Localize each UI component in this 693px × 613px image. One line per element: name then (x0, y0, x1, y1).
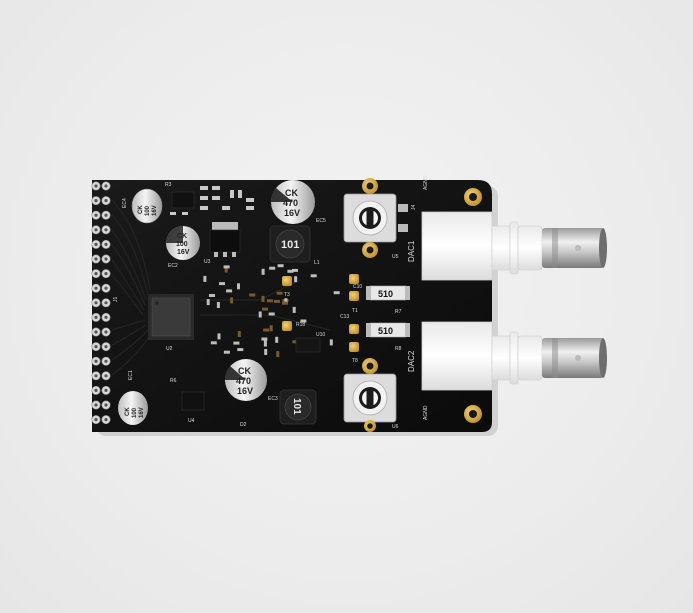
mcu-chip (148, 294, 194, 340)
agnd-label-bottom: AGND (423, 405, 429, 420)
svg-text:CK: CK (285, 188, 298, 198)
svg-text:CK: CK (138, 205, 144, 214)
bnc-connector-dac1 (421, 211, 607, 281)
label-u3: U3 (204, 259, 211, 265)
voltage-regulator (209, 222, 241, 257)
svg-text:100: 100 (176, 241, 188, 248)
capacitor-top-470: CK 470 16V (270, 180, 315, 224)
svg-text:CK: CK (177, 233, 187, 240)
label-t8: T8 (352, 358, 358, 364)
pin-header-j1 (91, 181, 111, 425)
svg-text:100: 100 (132, 407, 138, 418)
label-ec2: EC2 (168, 263, 178, 269)
label-j1: J1 (113, 297, 119, 303)
label-l1: L1 (314, 260, 320, 266)
svg-text:16V: 16V (177, 249, 190, 256)
ic-u4 (181, 391, 205, 411)
inductor-bottom: 101 (279, 389, 317, 425)
svg-text:101: 101 (291, 398, 302, 415)
ic-chip (171, 191, 195, 209)
svg-text:101: 101 (281, 239, 299, 251)
dac2-label: DAC2 (407, 350, 416, 372)
label-j4: J4 (411, 205, 417, 211)
svg-text:470: 470 (283, 198, 298, 208)
svg-text:100: 100 (145, 205, 151, 216)
potentiometer-top (343, 178, 408, 258)
label-ec5: EC5 (316, 218, 326, 224)
svg-text:16V: 16V (152, 205, 158, 216)
label-u2: U2 (166, 346, 173, 352)
svg-text:16V: 16V (139, 407, 145, 418)
capacitor-ec4: CK 100 16V (131, 188, 163, 224)
opamp-chip (295, 337, 321, 353)
label-c10: C10 (353, 284, 362, 290)
svg-text:510: 510 (378, 326, 393, 336)
label-c13: C13 (340, 314, 349, 320)
smd-component-field (203, 264, 340, 358)
svg-text:CK: CK (238, 366, 251, 376)
resistor-r8: 510 (366, 322, 410, 338)
svg-text:16V: 16V (284, 208, 300, 218)
label-r3: R3 (165, 182, 172, 188)
pcb-traces (111, 199, 331, 376)
agnd-pad-bottom (464, 405, 482, 423)
label-u10: U10 (316, 332, 325, 338)
bnc-connector-dac2 (421, 321, 607, 391)
label-r6: R6 (170, 378, 177, 384)
svg-text:510: 510 (378, 289, 393, 299)
capacitor-bottom-470: CK 470 16V (224, 359, 267, 401)
label-ec3: EC3 (268, 396, 278, 402)
smd-components (170, 186, 254, 215)
label-d2: D2 (240, 422, 247, 428)
label-t3: T3 (284, 292, 290, 298)
label-r7: R7 (395, 309, 402, 315)
test-points (282, 274, 359, 352)
label-ec1: EC1 (128, 370, 134, 380)
label-r18: R18 (296, 322, 305, 328)
agnd-label-top: AGND (423, 175, 429, 190)
dac1-label: DAC1 (407, 240, 416, 262)
svg-text:16V: 16V (237, 386, 253, 396)
label-ec4: EC4 (122, 198, 128, 208)
potentiometer-bottom (343, 358, 397, 432)
label-u4: U4 (188, 418, 195, 424)
capacitor-left-bottom: CK 100 16V (118, 391, 148, 425)
svg-text:CK: CK (125, 407, 131, 416)
agnd-pad-top (464, 188, 482, 206)
capacitor-ec2: CK 100 16V (166, 226, 200, 260)
label-u6: U6 (392, 424, 399, 430)
resistor-r7: 510 (366, 285, 410, 301)
label-u5: U5 (392, 254, 399, 260)
label-t1: T1 (352, 308, 358, 314)
label-r8: R8 (395, 346, 402, 352)
inductor-l1: 101 (269, 225, 311, 263)
svg-text:470: 470 (236, 376, 251, 386)
